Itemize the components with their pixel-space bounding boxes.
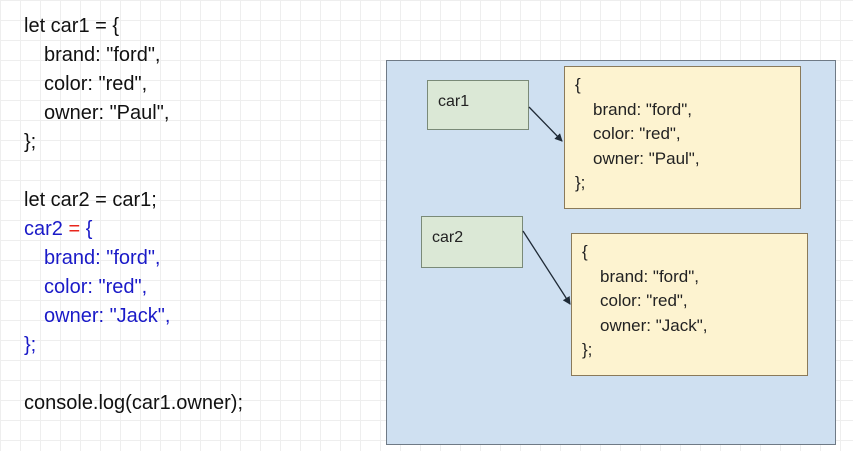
code-token: color: "red", (44, 276, 148, 298)
variable-box-car2: car2 (421, 216, 523, 268)
code-line: car2 = { (24, 215, 243, 244)
code-line: console.log(car1.owner); (24, 389, 243, 418)
object-box-paul: { brand: "ford", color: "red", owner: "P… (564, 66, 801, 209)
code-token: = (68, 218, 81, 240)
object-line: }; (582, 340, 593, 359)
code-line: let car2 = car1; (24, 186, 243, 215)
code-token: let car2 = car1; (24, 189, 157, 211)
object-line: color: "red", (593, 124, 681, 143)
code-token: }; (24, 334, 37, 356)
code-blank-line (24, 157, 243, 186)
reference-arrows (522, 106, 571, 305)
code-token: color: "red", (44, 73, 148, 95)
arrow-car1-to-object (528, 106, 563, 142)
object-line: }; (575, 173, 586, 192)
code-line: let car1 = { (24, 12, 243, 41)
code-blank-line (24, 360, 243, 389)
arrow-car2-to-object (522, 230, 571, 305)
variable-label: car1 (438, 93, 470, 110)
code-token: brand: "ford", (44, 44, 161, 66)
code-token: owner: "Paul", (44, 102, 170, 124)
object-line: owner: "Jack", (600, 315, 708, 335)
code-token: { (80, 218, 93, 240)
code-line: }; (24, 331, 243, 360)
object-line: color: "red", (600, 291, 688, 310)
object-box-jack: { brand: "ford", color: "red", owner: "J… (571, 233, 808, 376)
code-token: car2 (24, 218, 69, 240)
code-line: }; (24, 128, 243, 157)
code-line: owner: "Jack", (24, 302, 243, 331)
code-line: brand: "ford", (24, 41, 243, 70)
memory-diagram: car1 car2 { brand: "ford", color: "red",… (386, 60, 836, 445)
object-line: brand: "ford", (593, 99, 693, 119)
code-line: brand: "ford", (24, 244, 243, 273)
object-line: brand: "ford", (600, 266, 700, 286)
code-line: color: "red", (24, 273, 243, 302)
object-line: { (582, 242, 588, 261)
object-line: owner: "Paul", (593, 148, 700, 168)
code-token: let car1 = { (24, 15, 120, 37)
object-line: { (575, 75, 581, 94)
code-token: owner: "Jack", (44, 305, 171, 327)
code-token: brand: "ford", (44, 247, 161, 269)
code-line: owner: "Paul", (24, 99, 243, 128)
code-token: console.log(car1.owner); (24, 392, 243, 414)
code-line: color: "red", (24, 70, 243, 99)
variable-label: car2 (432, 229, 464, 246)
code-token: }; (24, 131, 37, 153)
variable-box-car1: car1 (427, 80, 529, 130)
code-block: let car1 = { brand: "ford", color: "red", o… (24, 12, 243, 418)
